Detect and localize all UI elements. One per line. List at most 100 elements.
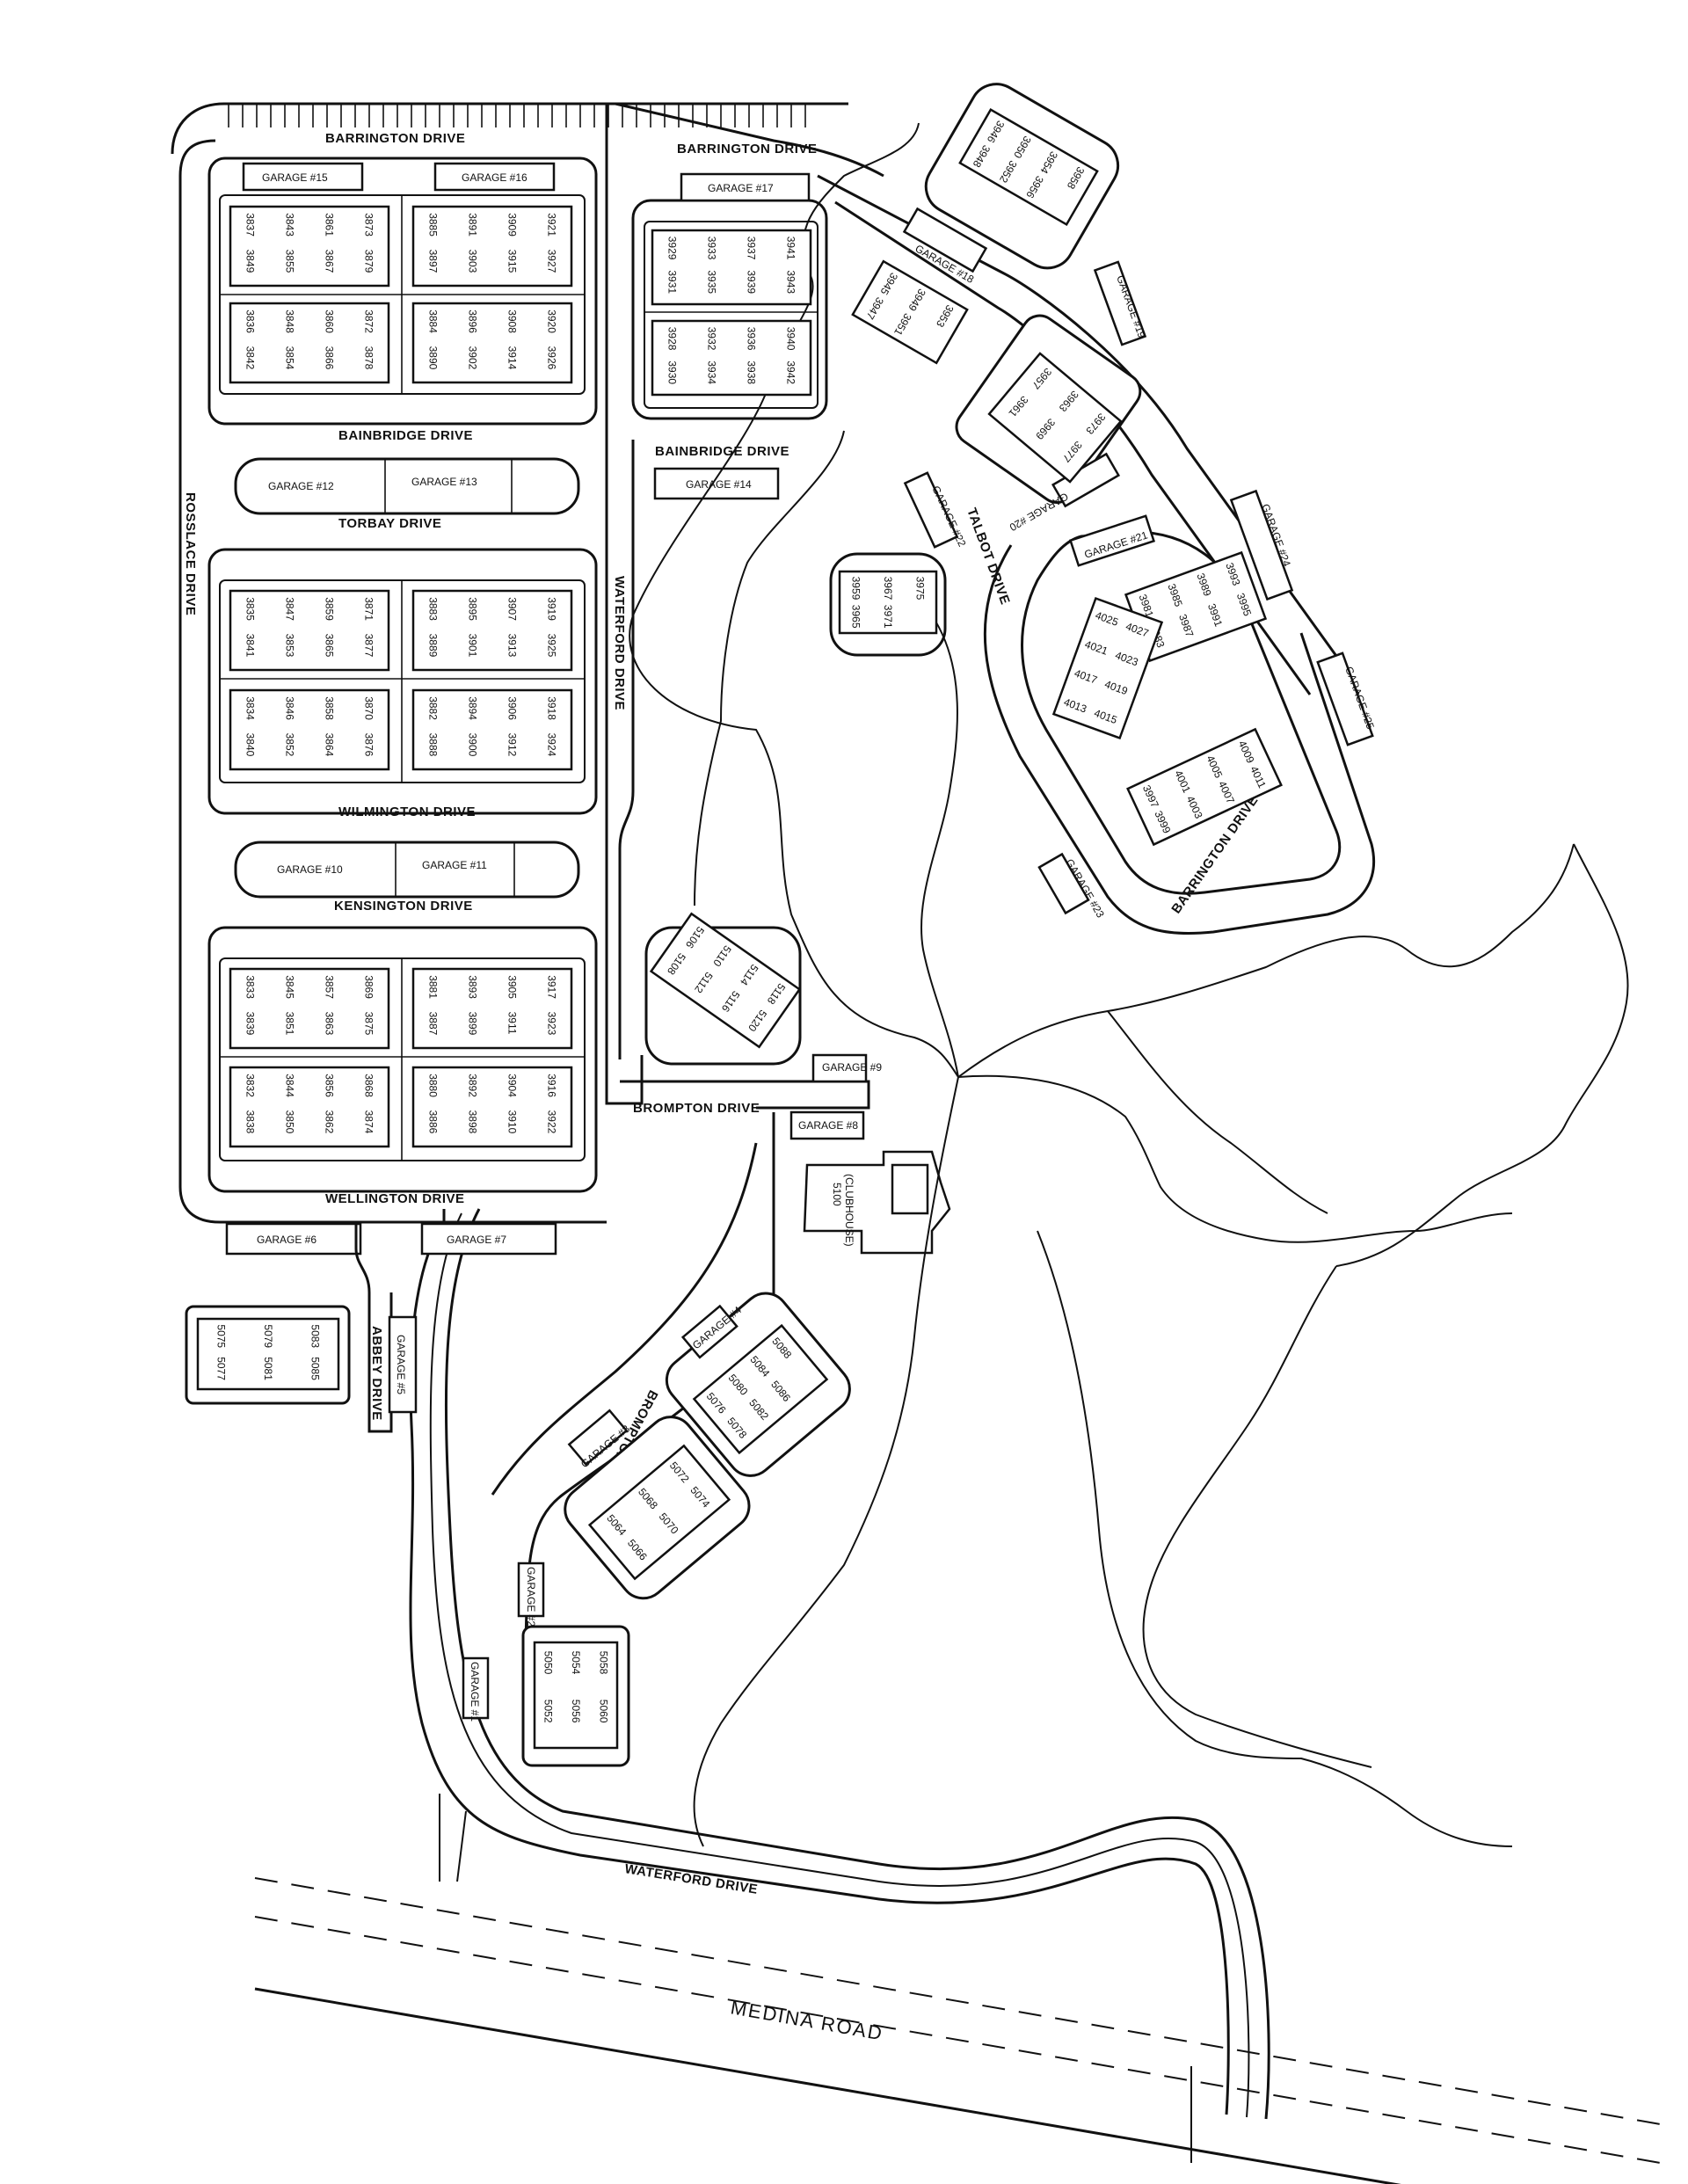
garage-21[interactable] (1068, 514, 1156, 567)
unit-number: 3868 (363, 1074, 375, 1097)
unit-number: 3906 (506, 696, 519, 720)
unit-number: 3907 (506, 597, 519, 621)
unit-number: 3836 (244, 309, 257, 333)
unit-number: 3849 (244, 250, 257, 273)
garage-24[interactable] (1229, 489, 1294, 601)
unit-number: 3934 (706, 360, 718, 384)
building-footprint (229, 967, 390, 1050)
unit-number: 3863 (324, 1012, 336, 1036)
unit-number: 3870 (363, 696, 375, 720)
garage-3[interactable] (567, 1409, 629, 1467)
garage-23[interactable] (1037, 852, 1090, 915)
kensington-drive-label: KENSINGTON DRIVE (334, 899, 473, 914)
garage-5[interactable] (388, 1315, 418, 1414)
unit-number: 3843 (284, 213, 296, 237)
unit-number: 3918 (546, 696, 558, 720)
building-footprint (411, 589, 573, 672)
garage-16[interactable] (433, 162, 556, 192)
garage-22[interactable] (903, 471, 959, 549)
garage-8[interactable] (789, 1110, 865, 1140)
bainbridge-drive-west-label: BAINBRIDGE DRIVE (338, 428, 473, 443)
garage-14[interactable] (653, 467, 780, 500)
garage-1[interactable] (462, 1656, 490, 1720)
garage-25[interactable] (1316, 652, 1374, 746)
garage-18[interactable] (902, 207, 988, 273)
clubhouse[interactable]: 5100 (CLUBHOUSE) (803, 1150, 951, 1255)
unit-number: 3837 (244, 213, 257, 237)
unit-number: 3896 (467, 309, 479, 333)
waterford-drive-north-label: WATERFORD DRIVE (612, 576, 627, 710)
medina-road-label: MEDINA ROAD (729, 1996, 885, 2044)
unit-number: 3909 (506, 213, 519, 237)
waterford-drive-north[interactable]: WATERFORD DRIVE (605, 104, 644, 1105)
garage-20-label: GARAGE #20 (1008, 490, 1071, 534)
unit-number: 5083 (309, 1324, 321, 1348)
unit-number: 3858 (324, 696, 336, 720)
garage-16-label: GARAGE #16 (462, 171, 528, 184)
clubhouse-pool (891, 1163, 929, 1215)
unit-number: 5050 (542, 1651, 555, 1675)
unit-number: 3967 (882, 577, 894, 601)
unit-number: 3881 (427, 975, 440, 999)
unit-number: 3885 (427, 213, 440, 237)
unit-number: 3923 (546, 1012, 558, 1036)
unit-number: 3867 (324, 250, 336, 273)
unit-number: 3877 (363, 634, 375, 658)
garage-7[interactable] (420, 1222, 557, 1256)
unit-number: 3891 (467, 213, 479, 237)
garage-4[interactable] (680, 1304, 738, 1359)
building-b19[interactable]: 39813983398539873989399139933995 (1124, 550, 1268, 663)
unit-number: 3930 (666, 360, 679, 384)
building-footprint (533, 1641, 619, 1750)
unit-number: 3857 (324, 975, 336, 999)
unit-number: 3845 (284, 975, 296, 999)
garage-2[interactable] (517, 1562, 545, 1618)
torbay-garage-island (234, 457, 580, 515)
building-footprint (229, 302, 390, 384)
unit-number: 3846 (284, 696, 296, 720)
garage-17[interactable] (680, 172, 811, 202)
unit-number: 3873 (363, 213, 375, 237)
garage-15[interactable] (242, 162, 364, 192)
building-footprint (229, 1066, 390, 1148)
garage-6[interactable] (225, 1222, 362, 1256)
garage-10-label: GARAGE #10 (277, 863, 343, 876)
unit-number: 3839 (244, 1012, 257, 1036)
garage-9[interactable] (811, 1053, 868, 1083)
unit-number: 3864 (324, 733, 336, 757)
unit-number: 3916 (546, 1074, 558, 1097)
unit-number: 3844 (284, 1074, 296, 1097)
garage-14-label: GARAGE #14 (686, 478, 752, 491)
building-footprint (229, 205, 390, 288)
unit-number: 3869 (363, 975, 375, 999)
unit-number: 3901 (467, 634, 479, 658)
garage-19[interactable] (1093, 260, 1147, 346)
unit-number: 5079 (262, 1324, 274, 1348)
